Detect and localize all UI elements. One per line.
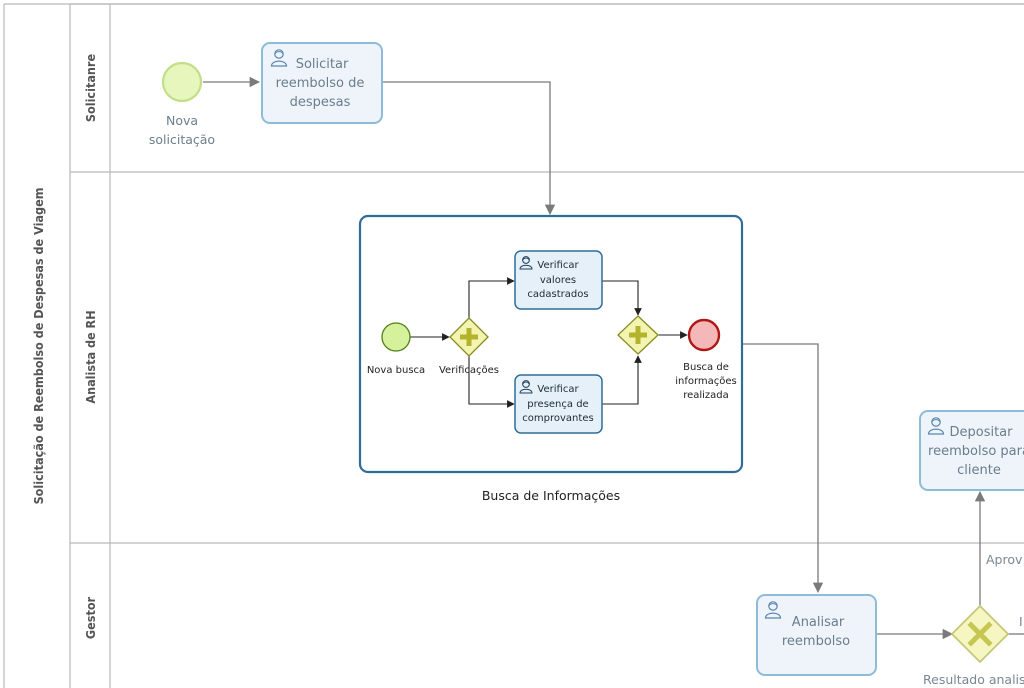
end-event-label-line-3: realizada [683, 390, 729, 401]
inner-start-label: Nova busca [367, 365, 425, 376]
start-event-label-line-1: Nova [166, 113, 198, 128]
outer-flows [203, 76, 1024, 640]
inner-flow-split-to-valores[interactable] [468, 277, 515, 318]
task-verificar-valores-line-2: valores [540, 275, 576, 286]
subprocess-caption: Busca de Informações [482, 488, 620, 503]
inner-start-circle[interactable] [381, 322, 411, 352]
subprocess-box[interactable] [358, 214, 744, 474]
x-icon [967, 621, 993, 647]
task-solicitar-line-3: despesas [290, 95, 351, 110]
task-analisar-reembolso[interactable]: Analisar reembolso [756, 594, 877, 676]
parallel-gateway-join[interactable] [617, 315, 659, 355]
task-verificar-valores-box[interactable] [514, 250, 603, 310]
task-verificar-valores-line-1: Verificar [537, 260, 579, 271]
start-event-label-line-2: solicitação [149, 132, 215, 147]
inner-start-event-nova-busca[interactable]: Nova busca [367, 322, 425, 376]
task-verificar-valores[interactable]: Verificar valores cadastrados [514, 250, 603, 310]
task-analisar-line-2: reembolso [782, 634, 850, 649]
task-depositar-reembolso[interactable]: Depositar reembolso para cliente [919, 410, 1024, 491]
inner-flow-valores-to-join[interactable] [602, 280, 642, 316]
lane-label-solicitante: Solicitanre [83, 54, 98, 123]
task-analisar-line-1: Analisar [792, 615, 845, 630]
lane-label-analista: Analista de RH [83, 310, 98, 403]
gateway-verificacoes-label: Verificações [439, 365, 499, 376]
inner-flow-presenca-to-join[interactable] [602, 355, 642, 405]
task-depositar-line-1: Depositar [949, 425, 1013, 440]
flow-label-aprovado: Aprov [986, 552, 1023, 567]
task-verificar-presenca-line-1: Verificar [537, 384, 579, 395]
task-verificar-presenca[interactable]: Verificar presença de comprovantes [514, 374, 603, 434]
task-solicitar-line-2: reembolso de [276, 76, 365, 91]
end-event-label-line-1: Busca de [683, 362, 729, 373]
inner-end-event-busca-realizada[interactable]: Busca de informações realizada [675, 318, 737, 401]
end-event-label-line-2: informações [675, 376, 737, 387]
exclusive-gateway-resultado[interactable]: Resultado analis [923, 604, 1024, 687]
parallel-gateway-verificacoes[interactable]: Verificações [439, 317, 499, 376]
task-analisar-box[interactable] [756, 594, 877, 676]
task-solicitar-box[interactable] [261, 42, 383, 124]
plus-icon-horizontal [629, 332, 647, 338]
subprocess-busca-de-informacoes[interactable]: Busca de Informações Nova busca Verifica… [358, 214, 744, 503]
start-event-nova-solicitacao[interactable]: Nova solicitação [149, 61, 215, 147]
gateway-resultado-label: Resultado analis [923, 672, 1024, 687]
lane-label-gestor: Gestor [83, 596, 98, 639]
task-verificar-presenca-box[interactable] [514, 374, 603, 434]
task-depositar-box[interactable] [919, 410, 1024, 491]
end-event-circle[interactable] [687, 318, 721, 352]
plus-icon-horizontal [460, 334, 478, 340]
pool-label: Solicitação de Reembolso de Despesas de … [31, 188, 46, 505]
task-solicitar-reembolso[interactable]: Solicitar reembolso de despesas [261, 42, 383, 124]
task-depositar-line-2: reembolso para [928, 444, 1024, 459]
task-verificar-valores-line-3: cadastrados [527, 289, 588, 300]
task-solicitar-line-1: Solicitar [296, 57, 349, 72]
flow-solicitar-to-subprocess[interactable] [382, 81, 556, 216]
start-event-circle[interactable] [161, 61, 203, 103]
task-depositar-line-3: cliente [957, 463, 1001, 478]
flow-label-other: I [1019, 614, 1023, 629]
pool: Solicitação de Reembolso de Despesas de … [3, 3, 1024, 688]
inner-flow-split-to-presenca[interactable] [468, 356, 515, 408]
flow-subprocess-to-analisar[interactable] [742, 343, 824, 594]
task-verificar-presenca-line-2: presença de [527, 399, 588, 410]
task-verificar-presenca-line-3: comprovantes [522, 413, 593, 424]
